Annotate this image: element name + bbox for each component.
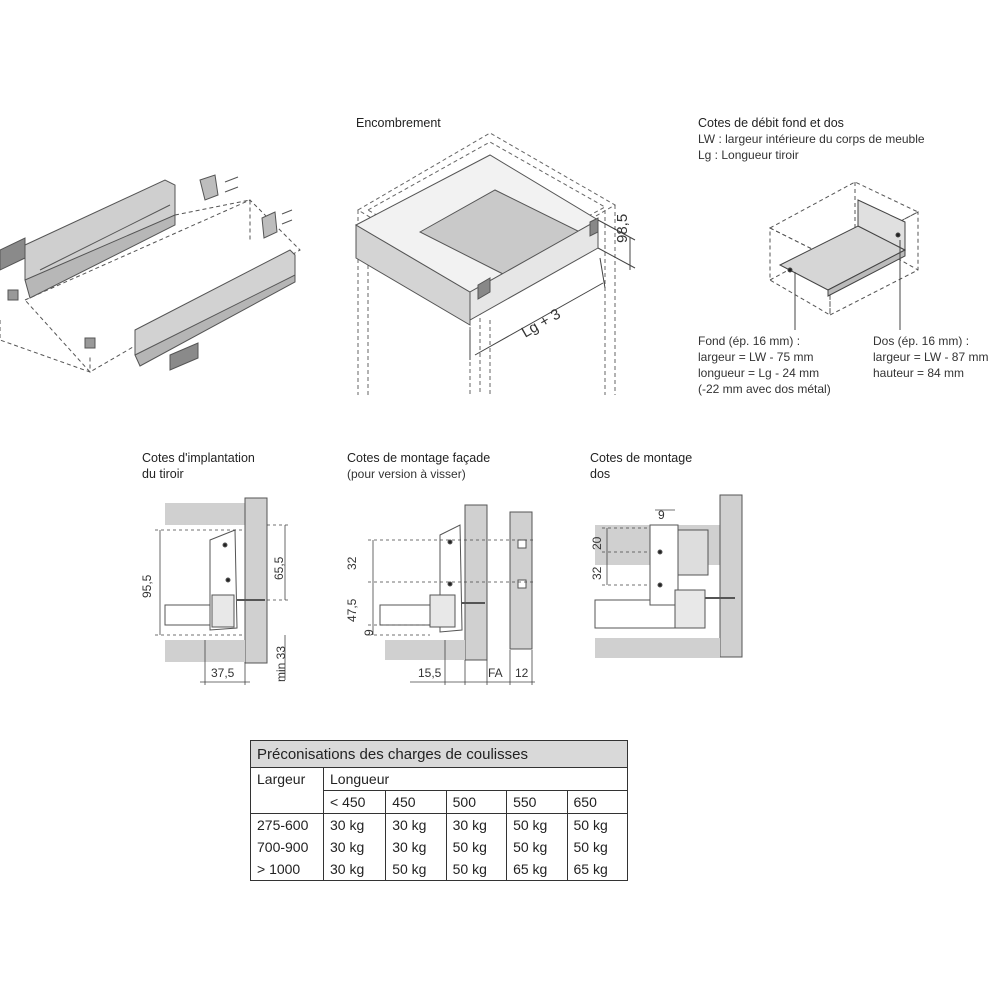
dos-title-1: Cotes de montage [590, 451, 693, 465]
length-header: < 450 [322, 790, 386, 814]
row-width: 275-600 [257, 817, 309, 833]
table-cell: 50 kg [506, 813, 567, 836]
table-cell: 30 kg [322, 858, 386, 881]
dos-line-2: largeur = LW - 87 mm [873, 350, 989, 364]
implantation-title-2: du tiroir [142, 467, 184, 481]
table-cell: 65 kg [506, 858, 567, 881]
fond-line-2: largeur = LW - 75 mm [698, 350, 814, 364]
table-cell: 50 kg [445, 836, 507, 858]
largeur-header: Largeur [257, 771, 306, 788]
facade-dim-12: 12 [515, 666, 529, 680]
table-row: 275-600 30 kg 30 kg 30 kg 50 kg 50 kg [251, 813, 628, 836]
dos-title-2: dos [590, 467, 611, 481]
facade-dim-fa: FA [488, 666, 503, 680]
table-cell: 50 kg [506, 836, 567, 858]
facade-title-1: Cotes de montage façade [347, 451, 491, 465]
dim-37-5: 37,5 [211, 666, 235, 680]
longueur-header: Longueur [323, 767, 628, 791]
dos-dim-32: 32 [590, 566, 604, 580]
dos-dim-20: 20 [590, 536, 604, 550]
fond-line-4: (-22 mm avec dos métal) [698, 382, 831, 396]
length-header: 650 [566, 790, 628, 814]
table-cell: 30 kg [322, 813, 386, 836]
table-cell: 30 kg [385, 813, 447, 836]
fond-line-1: Fond (ép. 16 mm) : [698, 334, 801, 348]
length-header: 450 [385, 790, 447, 814]
implantation-title-1: Cotes d'implantation [142, 451, 255, 465]
table-cell: 50 kg [385, 858, 447, 881]
encombrement-title: Encombrement [356, 116, 441, 130]
load-table: Préconisations des charges de coulisses … [250, 740, 628, 881]
cotes-debit-lg: Lg : Longueur tiroir [698, 148, 799, 162]
length-header: 500 [445, 790, 507, 814]
table-cell: 30 kg [322, 836, 386, 858]
facade-dim-15-5: 15,5 [418, 666, 442, 680]
table-cell: 50 kg [566, 836, 628, 858]
table-cell: 50 kg [445, 858, 507, 881]
length-header: 550 [506, 790, 567, 814]
facade-title-2: (pour version à visser) [347, 467, 466, 481]
dos-line-1: Dos (ép. 16 mm) : [873, 334, 970, 348]
table-row: > 1000 30 kg 50 kg 50 kg 65 kg 65 kg [251, 858, 628, 881]
fond-line-3: longueur = Lg - 24 mm [698, 366, 820, 380]
table-cell: 50 kg [566, 813, 628, 836]
cotes-debit-title: Cotes de débit fond et dos [698, 116, 844, 130]
load-table-title: Préconisations des charges de coulisses [250, 740, 628, 768]
dos-dim-9: 9 [658, 508, 665, 522]
empty-cell [250, 790, 324, 814]
table-cell: 30 kg [445, 813, 507, 836]
row-width: 700-900 [257, 839, 309, 855]
table-cell: 30 kg [385, 836, 447, 858]
row-width: > 1000 [257, 861, 301, 877]
table-row: 700-900 30 kg 30 kg 50 kg 50 kg 50 kg [251, 836, 628, 858]
table-cell: 65 kg [566, 858, 628, 881]
cotes-debit-lw: LW : largeur intérieure du corps de meub… [698, 132, 925, 146]
dos-line-3: hauteur = 84 mm [873, 366, 965, 380]
